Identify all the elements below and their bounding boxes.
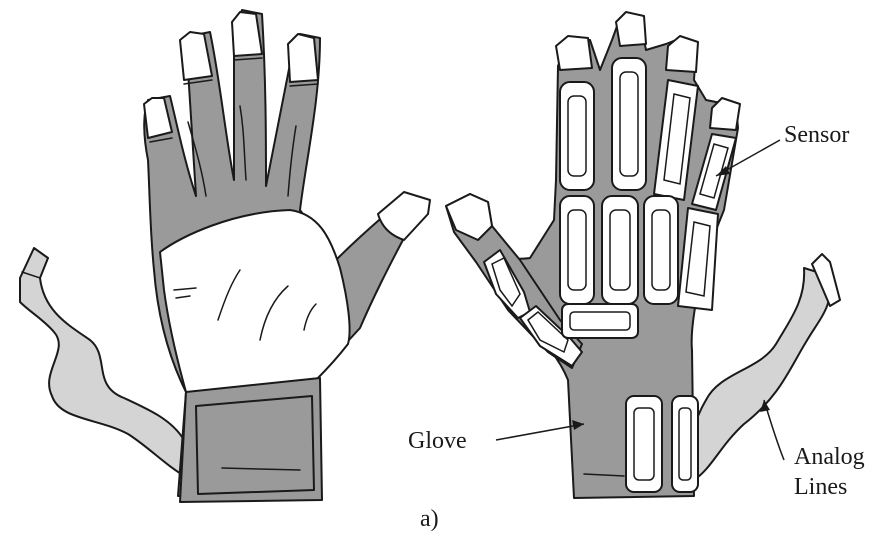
finger-sensors-lower [560,196,718,310]
left-index-tip [288,34,318,82]
left-palm-pad [160,210,350,392]
right-thumb-tip [446,194,492,240]
sensor-wrist-2 [672,396,698,492]
sensor-middle-upper [612,58,646,190]
sensor-index-lower [560,196,594,304]
left-hand-palm-view [20,10,430,502]
sensor-label: Sensor [784,122,849,148]
right-middle-tip [616,12,646,46]
sensor-wrist-1 [626,396,662,492]
analog-lines-label-line2: Lines [794,474,847,500]
sensor-index-upper [560,82,594,190]
left-middle-tip [232,12,262,56]
right-index-tip [556,36,592,70]
analog-lines-label-line1: Analog [794,444,865,470]
panel-label: a) [420,506,439,532]
sensor-middle-lower [602,196,638,304]
glove-label: Glove [408,428,467,454]
sensor-hand-back [562,304,638,338]
right-hand-back-view [446,12,840,498]
sensor-ring-lower [644,196,678,304]
